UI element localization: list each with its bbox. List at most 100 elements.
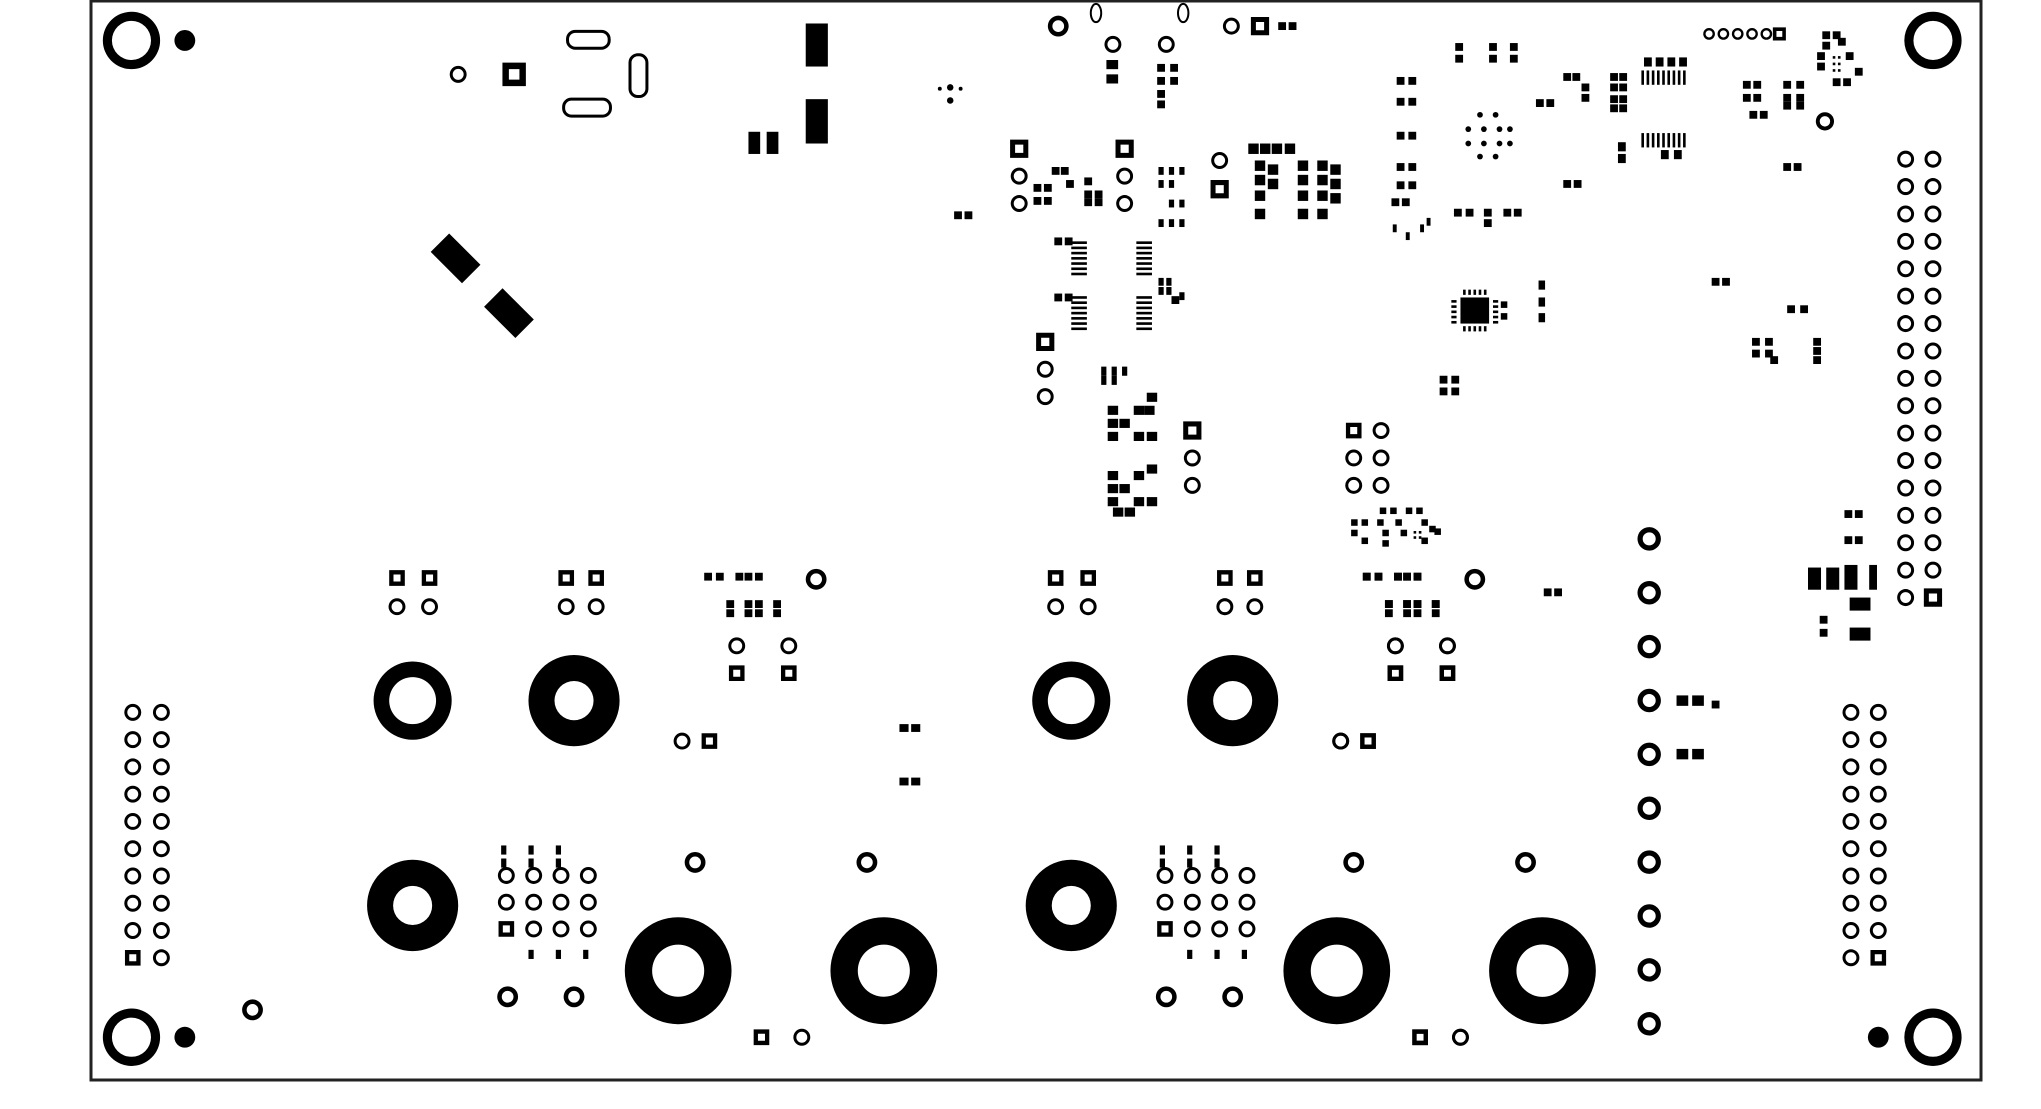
through-hole-pad <box>1842 758 1860 776</box>
smd-pad <box>754 609 763 618</box>
smd-pad <box>1362 572 1371 581</box>
smd-pad <box>1489 54 1497 63</box>
through-hole-pad <box>1869 840 1887 858</box>
square-pad <box>1217 570 1233 586</box>
through-hole-pad <box>1897 452 1915 470</box>
pad-ring <box>1760 28 1773 40</box>
smd-pad <box>1563 73 1572 81</box>
smd-pad <box>1033 197 1042 205</box>
smd-pad <box>1421 519 1428 526</box>
through-hole-pad <box>1183 920 1201 938</box>
pad-ring <box>1717 28 1730 40</box>
ic-body <box>1460 297 1490 324</box>
pad-ring <box>1637 634 1661 659</box>
smd-pad <box>1297 160 1309 171</box>
smd-pad <box>1159 845 1165 855</box>
through-hole-pad <box>1842 894 1860 912</box>
via-dot <box>1477 153 1483 160</box>
through-hole-pad <box>1924 424 1942 442</box>
through-hole-pad <box>1897 561 1915 579</box>
smd-pad <box>1770 356 1779 365</box>
square-pad <box>389 570 405 586</box>
smd-pad <box>1413 600 1422 608</box>
through-hole-pad <box>152 894 170 912</box>
through-hole-pad <box>497 866 515 884</box>
via-dot <box>937 86 942 91</box>
through-hole-pad <box>124 785 142 803</box>
smd-pad <box>1071 311 1087 315</box>
smd-pad <box>1384 600 1393 608</box>
smd-pad <box>1619 73 1628 81</box>
smd-pad <box>1317 160 1328 171</box>
smd-pad <box>899 777 909 786</box>
smd-pad <box>1361 519 1369 526</box>
through-hole-pad <box>124 840 142 858</box>
through-hole-pad <box>1924 561 1942 579</box>
smd-pad <box>1426 217 1431 226</box>
through-hole-pad <box>1104 35 1122 53</box>
large-pad <box>528 654 620 747</box>
through-hole-pad <box>1869 867 1887 885</box>
smd-pad <box>1071 272 1087 276</box>
smd-pad <box>1351 519 1358 526</box>
smd-pad <box>1136 327 1152 331</box>
smd-pad <box>1753 80 1762 89</box>
smd-pad <box>1071 267 1087 271</box>
through-hole-pad <box>1924 479 1942 497</box>
smd-pad <box>1267 178 1279 190</box>
pad-ring <box>1637 958 1661 982</box>
pad-ring <box>1222 986 1244 1008</box>
smd-pad <box>1837 37 1846 46</box>
smd-pad <box>1157 90 1165 98</box>
fiducial-dot <box>174 1026 196 1048</box>
smd-pad <box>1351 529 1358 537</box>
through-hole-pad <box>1211 920 1229 938</box>
smd-pad <box>1837 62 1841 66</box>
smd-pad <box>1396 181 1405 190</box>
oval-pad <box>1177 2 1190 24</box>
smd-pad <box>1330 193 1341 204</box>
smd-pad <box>1107 431 1119 441</box>
smd-pad <box>1170 63 1179 72</box>
pad-ring <box>1815 112 1835 131</box>
smd-pad <box>1214 858 1220 868</box>
through-hole-pad <box>1924 205 1942 223</box>
smd-pad <box>1783 80 1792 89</box>
fiducial-dot <box>1867 1026 1889 1048</box>
smd-pad <box>1136 267 1152 271</box>
smd-pad <box>1493 305 1499 308</box>
smd-pad <box>1107 497 1119 507</box>
smd-pad <box>1673 150 1682 160</box>
smd-pad <box>754 572 763 581</box>
smd-pad <box>1379 507 1387 515</box>
smd-pad <box>1267 164 1279 175</box>
smd-pad <box>1144 405 1155 415</box>
through-hole-pad <box>1897 479 1915 497</box>
smd-pad <box>1071 317 1087 320</box>
smd-pad <box>1651 133 1655 148</box>
smd-pad <box>1796 80 1805 89</box>
smd-pad <box>1679 57 1687 67</box>
smd-pad <box>1158 219 1164 228</box>
smd-pad <box>1483 326 1487 332</box>
pad-ring <box>856 851 878 873</box>
smd-pad <box>911 777 921 786</box>
through-hole-pad <box>124 758 142 776</box>
smd-pad <box>1722 277 1730 286</box>
pad-ring <box>1637 527 1661 551</box>
through-hole-pad <box>552 920 570 938</box>
smd-pad <box>1297 208 1309 220</box>
through-hole-pad <box>1842 703 1860 721</box>
smd-pad <box>583 949 589 959</box>
smd-pad <box>1107 405 1119 415</box>
smd-pad <box>1573 180 1582 188</box>
through-hole-pad <box>124 894 142 912</box>
smd-pad <box>1500 313 1508 320</box>
pad-ring <box>1155 986 1177 1008</box>
smd-pad <box>1071 296 1087 299</box>
through-hole-pad <box>1924 178 1942 196</box>
smd-pad <box>1641 133 1644 148</box>
smd-pad <box>1453 208 1462 217</box>
square-pad <box>1080 570 1096 586</box>
through-hole-pad <box>1079 598 1097 616</box>
